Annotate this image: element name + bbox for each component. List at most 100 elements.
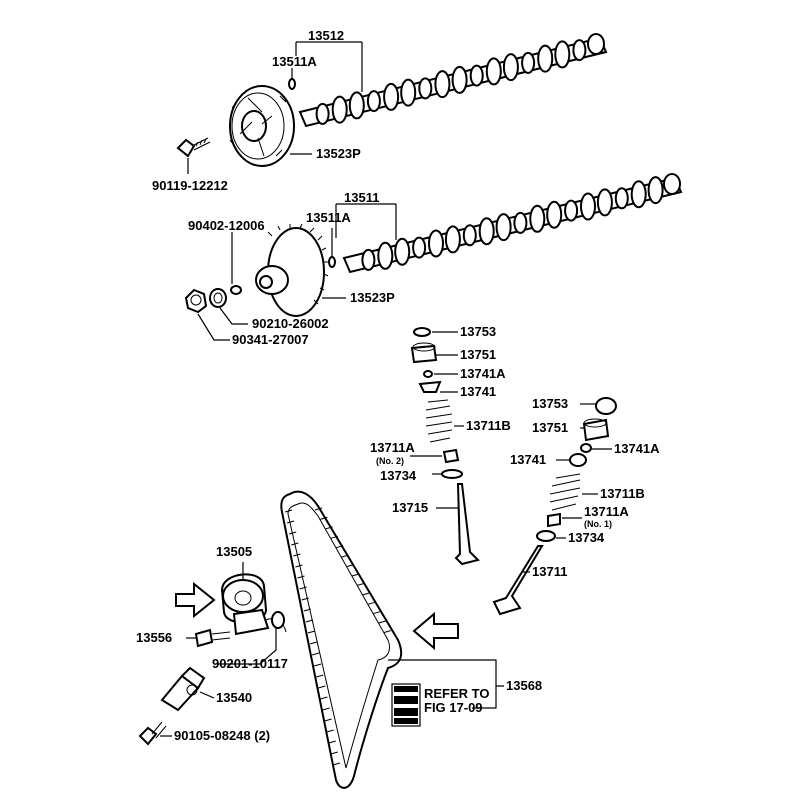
camshaft-lobe — [412, 236, 427, 259]
bolt-90341 — [184, 288, 208, 314]
label-13734-a: 13734 — [380, 468, 417, 483]
camshaft-lobe — [428, 229, 444, 258]
belt-tooth — [286, 520, 295, 524]
refer-text-line2: FIG 17-09 — [424, 700, 483, 715]
belt-tooth — [299, 586, 307, 590]
belt-tooth — [324, 718, 332, 722]
belt-tooth — [311, 652, 320, 656]
belt-tooth — [320, 696, 328, 700]
camshaft-lobe — [630, 180, 647, 209]
camshaft-lobe — [315, 102, 330, 125]
belt-tooth — [322, 707, 330, 711]
belt-tooth — [326, 729, 334, 733]
label-13711a-a-note: (No. 2) — [376, 456, 404, 466]
label-13711a-b-note: (No. 1) — [584, 519, 612, 529]
belt-tooth — [357, 582, 365, 586]
bolt-90119 — [176, 137, 211, 158]
washer-90210 — [209, 288, 227, 308]
label-13753-b: 13753 — [532, 396, 568, 411]
camshaft-lobe — [546, 200, 563, 229]
camshaft-lobe — [462, 224, 477, 247]
camshaft-lobe — [366, 90, 381, 113]
rotation-arrow-right — [412, 611, 459, 651]
valve-assembly-no1 — [492, 397, 617, 616]
label-13523p-top: 13523P — [316, 146, 361, 161]
belt-tooth — [289, 531, 297, 535]
belt-tooth — [372, 611, 381, 615]
belt-tooth — [318, 685, 326, 689]
pin-90402 — [230, 285, 242, 295]
label-13741-b: 13741 — [510, 452, 546, 467]
label-13741a-a: 13741A — [460, 366, 506, 381]
belt-tooth — [314, 663, 322, 667]
label-13511a-top: 13511A — [272, 54, 317, 69]
belt-tooth — [320, 516, 328, 520]
label-90105-08248: 90105-08248 (2) — [174, 728, 270, 743]
label-13512: 13512 — [308, 28, 344, 43]
label-13711b-a: 13711B — [466, 418, 511, 433]
label-13751-b: 13751 — [532, 420, 568, 435]
label-90341-27007: 90341-27007 — [232, 332, 309, 347]
pin-13511a-lower — [328, 256, 336, 268]
belt-tooth — [328, 740, 336, 744]
belt-tooth — [330, 535, 339, 539]
label-13556: 13556 — [136, 630, 172, 645]
label-13715: 13715 — [392, 500, 428, 515]
label-13711b-b: 13711B — [600, 486, 645, 501]
label-13511a-mid: 13511A — [306, 210, 351, 225]
tensioner-damper-13540 — [160, 666, 206, 712]
camshaft-lobe — [596, 188, 613, 217]
belt-tensioner-13505 — [220, 573, 287, 636]
label-13505: 13505 — [216, 544, 252, 559]
camshaft-lobe — [529, 204, 546, 233]
camshaft-lobe — [485, 57, 502, 86]
timing-belt — [280, 490, 403, 789]
refer-text-line1: REFER TO — [424, 686, 490, 701]
label-13751-a: 13751 — [460, 347, 496, 362]
belt-tooth — [335, 545, 344, 549]
camshaft-lobe — [400, 78, 417, 107]
belt-tooth — [346, 564, 354, 568]
belt-tooth — [367, 601, 376, 605]
belt-tooth — [297, 575, 305, 579]
belt-tooth — [303, 608, 311, 612]
pin-13511a-upper — [288, 78, 296, 90]
belt-tooth — [332, 762, 341, 766]
belt-tooth — [307, 630, 316, 634]
label-90201-10117: 90201-10117 — [212, 656, 288, 671]
belt-tooth — [305, 619, 313, 623]
belt-tooth — [341, 554, 349, 558]
camshaft-lobe — [572, 39, 587, 62]
refer-figure-icon — [391, 683, 421, 727]
label-13741-a: 13741 — [460, 384, 496, 399]
label-13523p-mid: 13523P — [350, 290, 395, 305]
camshaft-lobe — [451, 65, 468, 94]
camshaft-lobe — [513, 211, 528, 234]
belt-tooth — [383, 630, 391, 634]
label-90119-12212: 90119-12212 — [152, 178, 228, 193]
camshaft-lobe — [502, 53, 519, 82]
label-13540: 13540 — [216, 690, 252, 705]
belt-tooth — [378, 620, 386, 624]
camshaft-lobe — [444, 225, 461, 254]
camshaft-lobe — [554, 40, 571, 69]
part-labels: 13512 13511A 13523P 90119-12212 13511 90… — [136, 28, 660, 743]
belt-tooth — [284, 509, 293, 513]
camshaft-lobe — [361, 248, 376, 271]
label-13568: 13568 — [506, 678, 542, 693]
label-13741a-b: 13741A — [614, 441, 660, 456]
camshaft-lobe — [383, 82, 400, 111]
bolt-13556 — [194, 628, 231, 648]
label-13711a-a: 13711A — [370, 440, 415, 455]
belt-tooth — [301, 597, 309, 601]
camshaft-lobe — [647, 176, 664, 205]
camshaft-lobe — [418, 77, 433, 100]
camshaft-lobe — [469, 64, 484, 87]
belt-tooth — [291, 542, 299, 546]
upper-camshaft — [298, 33, 608, 128]
camshaft-lobe — [521, 51, 536, 74]
leader-lines — [160, 41, 612, 737]
washer-90201 — [271, 611, 285, 629]
